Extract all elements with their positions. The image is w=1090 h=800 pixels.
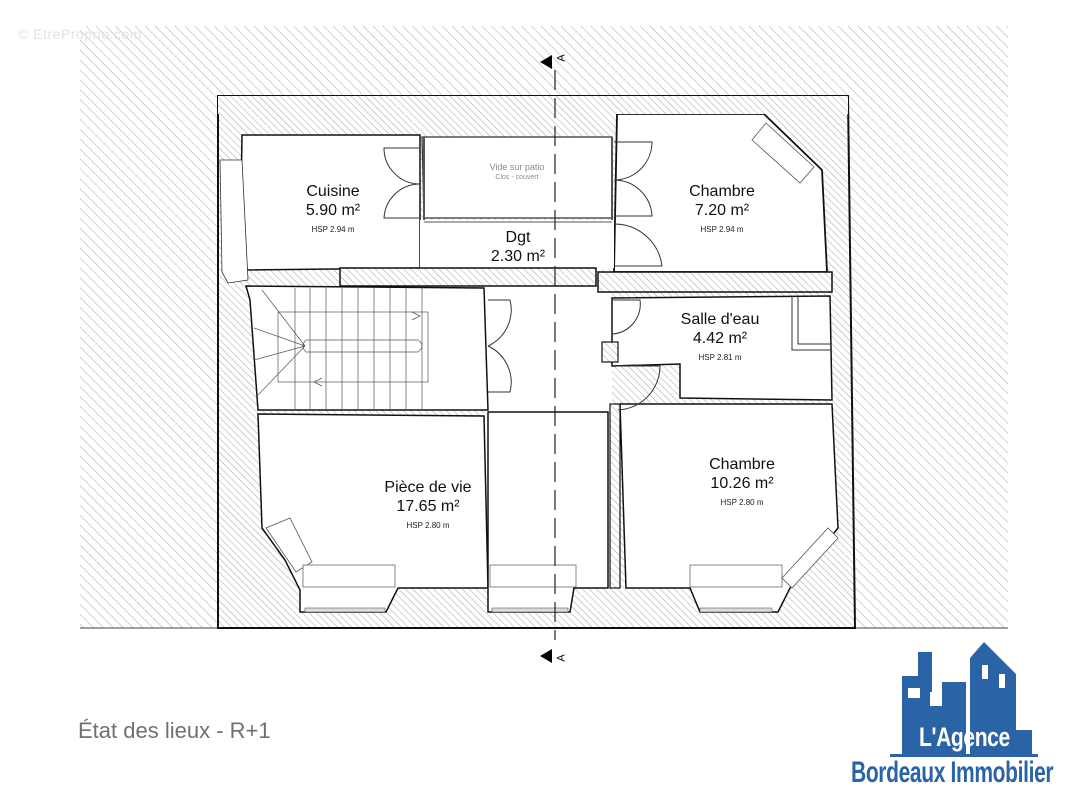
room-name: Salle d'eau xyxy=(680,311,760,328)
room-height: HSP 2.80 m xyxy=(406,521,450,530)
room-area: 4.42 m² xyxy=(692,330,748,347)
room-height: HSP 2.80 m xyxy=(720,498,764,507)
room-height: HSP 2.94 m xyxy=(311,225,355,234)
room-chambre-2 xyxy=(619,403,839,613)
room-name: Cuisine xyxy=(306,183,360,200)
room-name: Dgt xyxy=(505,229,531,246)
staircase xyxy=(253,288,429,410)
room-label-piece-de-vie: Pièce de vie 17.65 m² HSP 2.80 m xyxy=(384,478,471,530)
room-area: 5.90 m² xyxy=(305,202,361,219)
room-salle-deau xyxy=(611,295,833,401)
room-label-dgt: Dgt 2.30 m² xyxy=(491,228,545,266)
logo-line-2: Bordeaux Immobilier xyxy=(851,756,1054,789)
section-arrow-bottom xyxy=(540,649,552,663)
room-area: 2.30 m² xyxy=(490,248,546,265)
room-area: 10.26 m² xyxy=(710,475,774,492)
room-name: Pièce de vie xyxy=(384,479,472,496)
room-name: Chambre xyxy=(709,456,775,473)
room-area: 7.20 m² xyxy=(694,202,750,219)
room-area: 17.65 m² xyxy=(396,498,460,515)
patio-subtitle: Clos - couvert xyxy=(495,174,539,181)
section-arrow-top xyxy=(540,55,552,69)
plan-title: État des lieux - R+1 xyxy=(78,718,271,743)
patio-title: Vide sur patio xyxy=(489,162,545,172)
section-label-top: A xyxy=(555,54,568,62)
agency-logo-buildings xyxy=(890,642,1038,757)
section-label-bottom: A xyxy=(555,654,568,662)
room-label-chambre-1: Chambre 7.20 m² HSP 2.94 m xyxy=(689,182,755,234)
room-height: HSP 2.81 m xyxy=(698,353,742,362)
room-height: HSP 2.94 m xyxy=(700,225,744,234)
logo-line-1: L'Agence xyxy=(919,722,1010,752)
room-label-chambre-2: Chambre 10.26 m² HSP 2.80 m xyxy=(709,455,775,507)
patio-label: Vide sur patio Clos - couvert xyxy=(490,162,545,181)
room-label-cuisine: Cuisine 5.90 m² HSP 2.94 m xyxy=(306,182,360,234)
watermark: © EtreProprio.com xyxy=(18,26,142,42)
room-name: Chambre xyxy=(689,183,755,200)
room-label-salle-deau: Salle d'eau 4.42 m² HSP 2.81 m xyxy=(681,310,760,362)
